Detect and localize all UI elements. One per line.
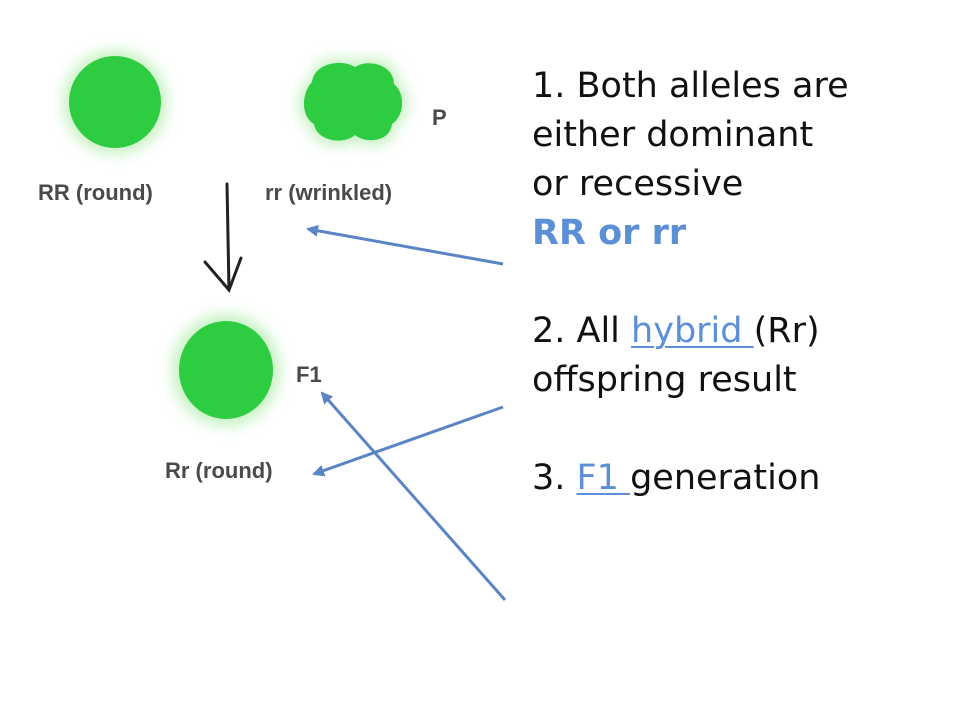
note-3-suffix: generation (630, 458, 821, 498)
note-1-genotypes: RR or rr (532, 213, 687, 253)
explanation-notes: 1. Both alleles are either dominant or r… (532, 62, 952, 503)
parent-right-label: rr (wrinkled) (265, 180, 392, 205)
round-pea-f1-icon (172, 314, 280, 426)
note-1-line-2: either dominant (532, 115, 814, 155)
note-1: 1. Both alleles are either dominant or r… (532, 62, 952, 258)
note-2: 2. All hybrid (Rr) offspring result (532, 307, 952, 405)
note-spacer (532, 258, 952, 307)
offspring-generation-label: F1 (296, 362, 322, 387)
note-2-prefix: 2. All (532, 311, 632, 351)
hybrid-term: hybrid (631, 311, 754, 351)
round-pea-rr-icon (63, 50, 167, 154)
parent-left-label: RR (round) (38, 180, 153, 205)
f1-term: F1 (576, 458, 631, 498)
wrinkled-pea-rr-icon (298, 57, 408, 147)
note-spacer (532, 405, 952, 454)
offspring-label: Rr (round) (165, 458, 273, 483)
note-3: 3. F1 generation (532, 454, 952, 503)
cross-down-arrow-icon (203, 182, 243, 293)
pointer-arrow-parents (306, 224, 504, 266)
note-1-line-1: 1. Both alleles are (532, 66, 849, 106)
pointer-arrow-hybrid (312, 405, 504, 477)
note-1-line-3: or recessive (532, 164, 744, 204)
note-2-line-2: offspring result (532, 360, 797, 400)
pointer-arrow-f1 (320, 391, 507, 601)
note-3-line-1: 3. F1 generation (532, 454, 952, 503)
note-3-prefix: 3. (532, 458, 577, 498)
parent-generation-label: P (432, 105, 447, 130)
note-2-suffix: (Rr) (753, 311, 820, 351)
note-2-line-1: 2. All hybrid (Rr) (532, 307, 952, 356)
